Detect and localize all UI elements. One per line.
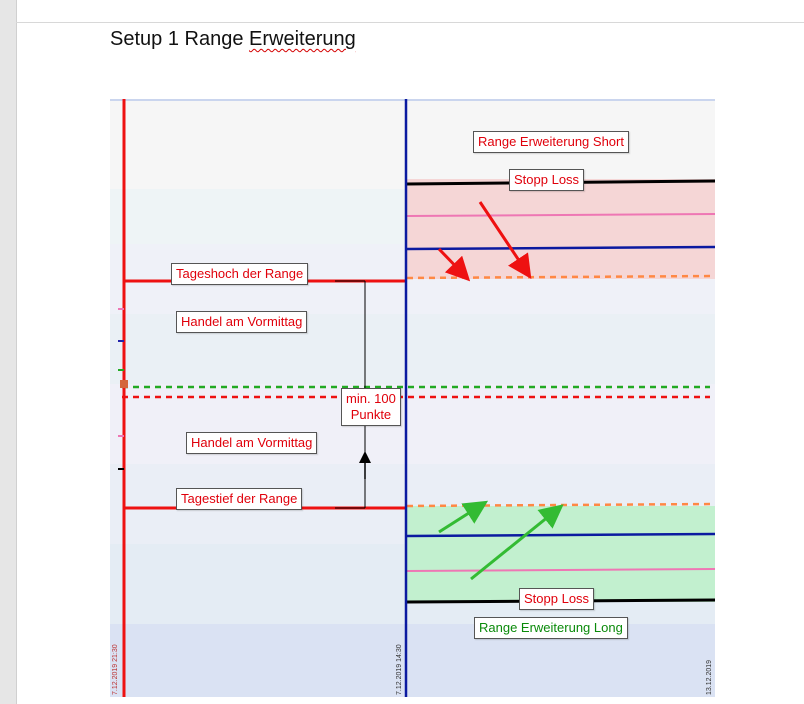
long-arrow-2 (470, 504, 564, 581)
short-target-dash (406, 274, 715, 280)
heading-text: Setup 1 Range (110, 28, 249, 50)
page-top-border (16, 22, 804, 23)
long-arrow-1 (438, 500, 489, 534)
label-stop-loss-short: Stopp Loss (509, 169, 585, 191)
left-marker (120, 380, 128, 388)
label-day-low: Tagestief der Range (176, 488, 303, 510)
axis-date-right: 13.12.2019 (706, 659, 713, 695)
label-morning-trade-top: Handel am Vormittag (176, 311, 308, 333)
label-range-long: Range Erweiterung Long (474, 617, 628, 639)
page-gutter (0, 0, 17, 704)
axis-date-divider: 7.12.2019 14:30 (396, 644, 403, 695)
label-stop-loss-long: Stopp Loss (519, 588, 595, 610)
short-arrow-2 (478, 201, 532, 279)
chart-drawing (110, 99, 715, 697)
label-morning-trade-bottom: Handel am Vormittag (186, 432, 318, 454)
spellcheck-flagged-word[interactable]: Erweiterung (249, 28, 356, 50)
short-pink-line (406, 213, 715, 217)
long-blue-line (406, 532, 715, 538)
short-blue-line (406, 245, 715, 251)
label-min-points: min. 100 Punkte (341, 388, 401, 426)
axis-date-left: 7.12.2019 21:30 (112, 644, 119, 695)
label-day-high: Tageshoch der Range (171, 263, 309, 285)
chart-figure[interactable]: Range Erweiterung Short Stopp Loss Tages… (110, 99, 715, 697)
document-heading[interactable]: Setup 1 Range Erweiterung (110, 28, 356, 51)
long-pink-line (406, 568, 715, 572)
label-range-short: Range Erweiterung Short (473, 131, 629, 153)
short-arrow-1 (437, 247, 471, 282)
